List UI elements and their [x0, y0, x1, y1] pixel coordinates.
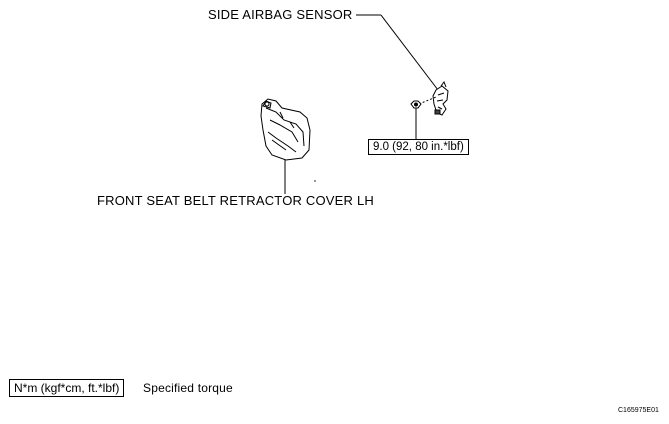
- side-airbag-sensor-part: [432, 80, 449, 116]
- retractor-cover-part: [260, 98, 311, 161]
- bolt-part: [410, 100, 422, 109]
- torque-value-box: 9.0 (92, 80 in.*lbf): [368, 139, 469, 155]
- legend-description: Specified torque: [143, 381, 233, 395]
- retractor-cover-label: FRONT SEAT BELT RETRACTOR COVER LH: [97, 193, 374, 208]
- legend-units-box: N*m (kgf*cm, ft.*lbf): [9, 379, 125, 397]
- side-airbag-sensor-label: SIDE AIRBAG SENSOR: [208, 7, 353, 22]
- side-airbag-sensor-leader: [356, 14, 439, 91]
- bolt-dashed-line: [418, 96, 437, 105]
- figure-code: C165975E01: [618, 407, 659, 414]
- stray-dot: [314, 180, 316, 182]
